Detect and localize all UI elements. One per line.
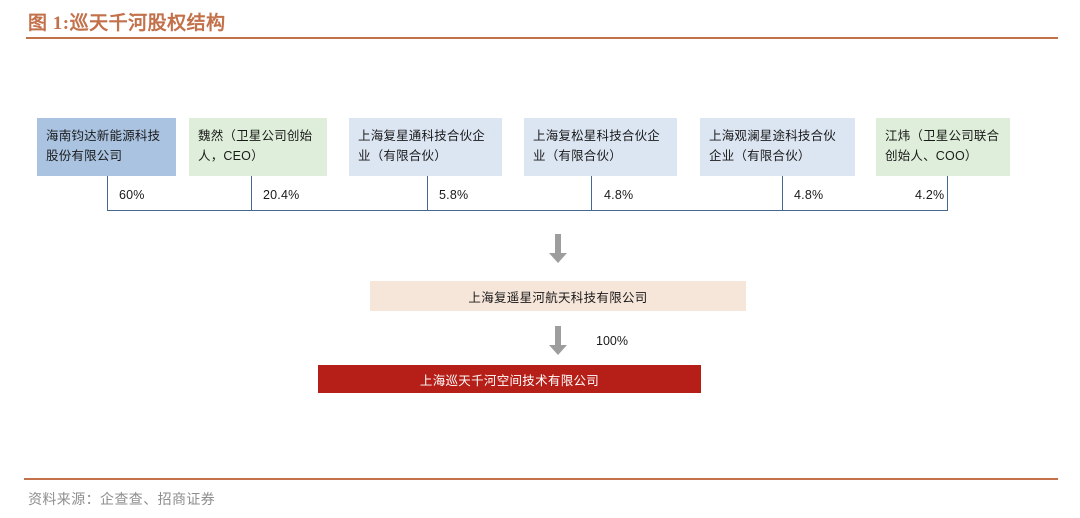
ownership-percent-2: 20.4% xyxy=(263,188,300,202)
shareholder-box-6[interactable]: 江炜（卫星公司联合创始人、COO） xyxy=(876,118,1010,176)
shareholder-box-5[interactable]: 上海观澜星途科技合伙企业（有限合伙） xyxy=(700,118,855,176)
ownership-percent-4: 4.8% xyxy=(604,188,634,202)
connector-line-2 xyxy=(251,176,252,210)
bottom-entity-box[interactable]: 上海巡天千河空间技术有限公司 xyxy=(318,365,701,393)
ownership-percent-6: 4.2% xyxy=(915,188,945,202)
connector-line-1 xyxy=(107,176,108,210)
connector-line-5 xyxy=(782,176,783,210)
connector-line-3 xyxy=(427,176,428,210)
ownership-percent-1: 60% xyxy=(119,188,145,202)
arrow-down-icon-top xyxy=(548,234,568,264)
source-note: 资料来源：企查查、招商证券 xyxy=(28,493,216,508)
connector-line-6 xyxy=(947,176,948,210)
connector-bus-line xyxy=(107,210,948,211)
mid-entity-label: 上海复遥星河航天科技有限公司 xyxy=(468,290,648,305)
shareholder-box-3[interactable]: 上海复星通科技合伙企业（有限合伙） xyxy=(349,118,502,176)
page-title: 图 1:巡天千河股权结构 xyxy=(28,13,226,34)
shareholder-box-1[interactable]: 海南钧达新能源科技股份有限公司 xyxy=(37,118,176,176)
arrow-down-icon-bottom xyxy=(548,326,568,356)
bottom-entity-label: 上海巡天千河空间技术有限公司 xyxy=(419,373,600,388)
mid-entity-box[interactable]: 上海复遥星河航天科技有限公司 xyxy=(370,281,746,311)
footer-divider xyxy=(24,478,1058,480)
ownership-percent-100: 100% xyxy=(596,334,628,348)
ownership-percent-5: 4.8% xyxy=(794,188,824,202)
shareholder-box-4[interactable]: 上海复松星科技合伙企业（有限合伙） xyxy=(524,118,677,176)
ownership-percent-3: 5.8% xyxy=(439,188,469,202)
connector-line-4 xyxy=(591,176,592,210)
title-divider xyxy=(26,37,1058,39)
shareholder-box-2[interactable]: 魏然（卫星公司创始人，CEO） xyxy=(189,118,327,176)
